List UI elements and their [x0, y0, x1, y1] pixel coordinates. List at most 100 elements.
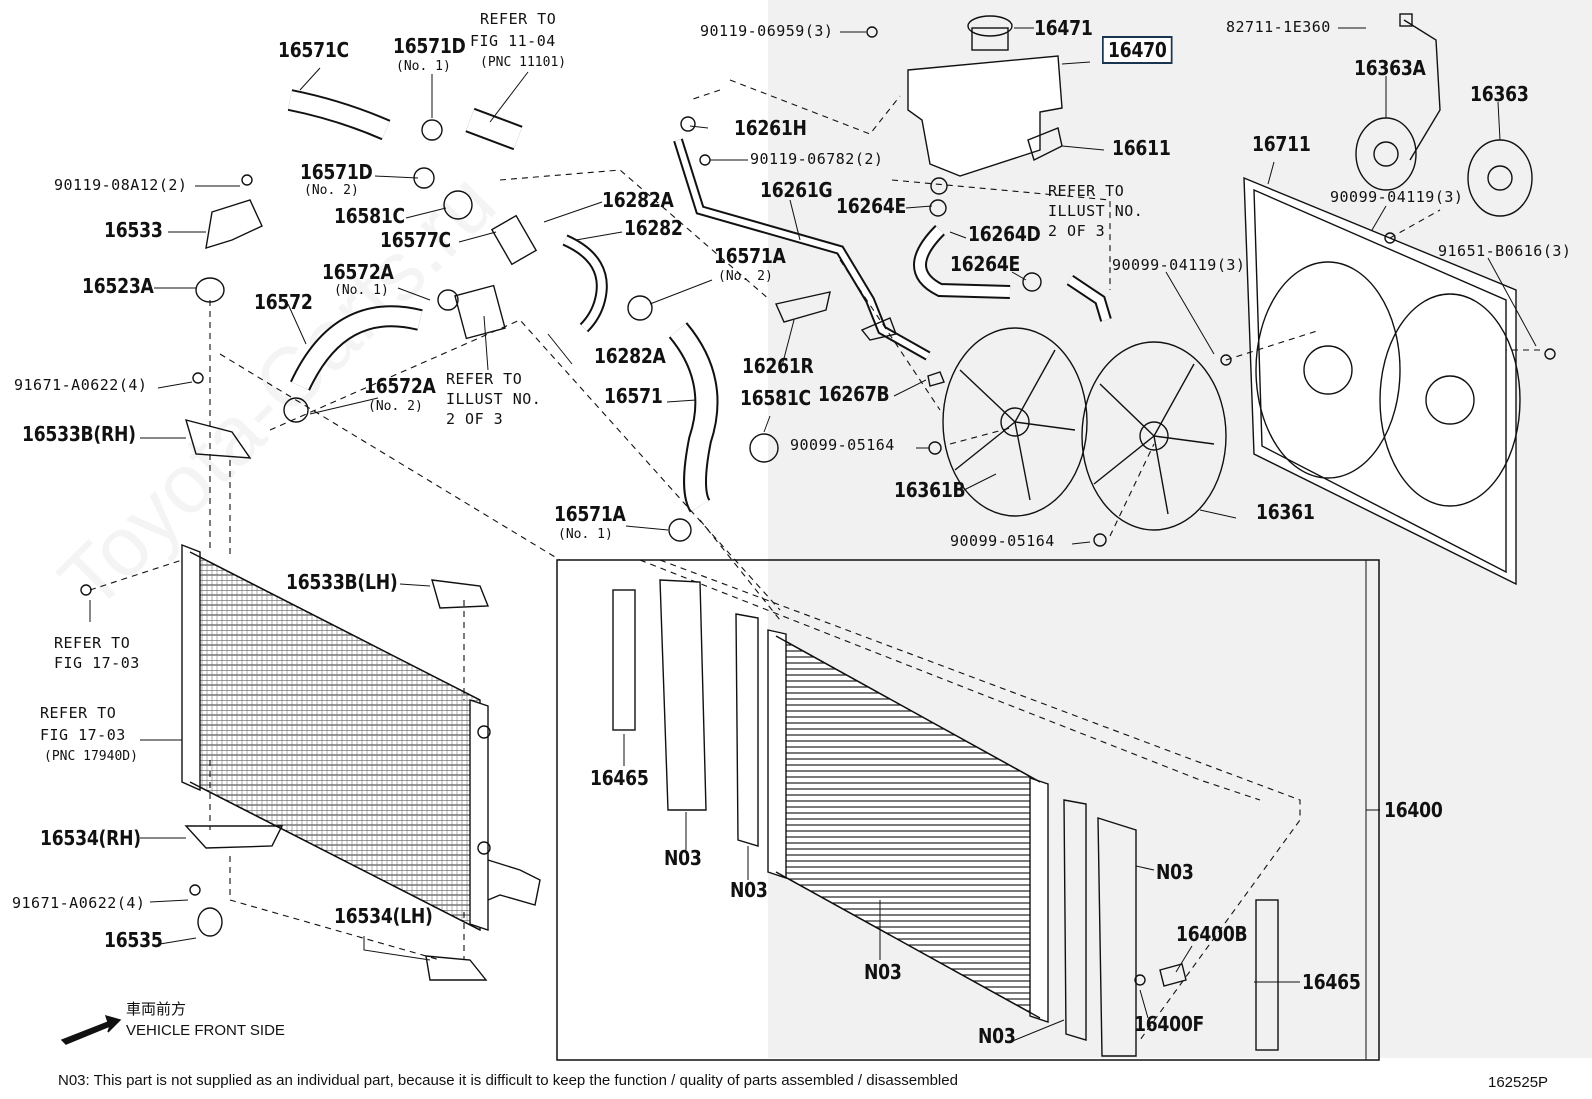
label-16533B-LH[interactable]: 16533B(LH)	[286, 570, 398, 594]
label-16361B[interactable]: 16361B	[894, 478, 966, 502]
label-N03-b: N03	[1156, 860, 1194, 884]
label-16282[interactable]: 16282	[624, 216, 683, 240]
label-16363[interactable]: 16363	[1470, 82, 1529, 106]
label-16523A[interactable]: 16523A	[82, 274, 154, 298]
label-82711-1E360[interactable]: 82711-1E360	[1226, 18, 1331, 36]
ref-fig-11-04-line2[interactable]: FIG 11-04	[470, 32, 556, 50]
label-90119-08A12[interactable]: 90119-08A12(2)	[54, 176, 188, 194]
label-16571D-no1[interactable]: 16571D	[393, 34, 466, 58]
bolt	[80, 584, 92, 596]
label-N03-d: N03	[864, 960, 902, 984]
label-91651-B0616[interactable]: 91651-B0616(3)	[1438, 242, 1572, 260]
label-16400[interactable]: 16400	[1384, 798, 1443, 822]
label-16261H[interactable]: 16261H	[734, 116, 807, 140]
bracket-16533B-LH	[431, 579, 490, 609]
label-16711[interactable]: 16711	[1252, 132, 1311, 156]
label-16267B[interactable]: 16267B	[818, 382, 890, 406]
vehicle-front-en: VEHICLE FRONT SIDE	[126, 1022, 285, 1039]
label-16282A-a[interactable]: 16282A	[602, 188, 674, 212]
label-90119-06959[interactable]: 90119-06959(3)	[700, 22, 834, 40]
label-16572[interactable]: 16572	[254, 290, 313, 314]
bolt	[866, 26, 878, 38]
label-16572A-no1[interactable]: 16572A	[322, 260, 394, 284]
fan-motor-16363	[1467, 139, 1533, 217]
label-16533[interactable]: 16533	[104, 218, 163, 242]
label-16264E-b[interactable]: 16264E	[950, 252, 1021, 276]
assembly-lines	[89, 79, 1540, 1041]
gasket-16465-right	[1255, 899, 1279, 1051]
leader-lines	[89, 27, 1537, 1060]
bolt	[1220, 354, 1232, 366]
ref-fig-17-03-b-line2[interactable]: FIG 17-03	[40, 726, 126, 744]
label-16611[interactable]: 16611	[1112, 136, 1171, 160]
label-16577C[interactable]: 16577C	[380, 228, 451, 252]
label-91671-A0622-a[interactable]: 91671-A0622(4)	[14, 376, 148, 394]
label-16470-selected[interactable]: 16470	[1102, 36, 1173, 64]
label-16533B-RH[interactable]: 16533B(RH)	[22, 422, 136, 446]
note-16571D-no1: (No. 1)	[396, 59, 451, 74]
bracket-16533	[205, 199, 263, 250]
clamp-16581C	[443, 190, 473, 220]
label-16571A-no2[interactable]: 16571A	[714, 244, 786, 268]
reservoir-tank-16470	[907, 15, 1063, 177]
label-16261R[interactable]: 16261R	[742, 354, 814, 378]
label-16572A-no2[interactable]: 16572A	[364, 374, 436, 398]
inlet-16577C	[490, 214, 538, 266]
label-16261G[interactable]: 16261G	[760, 178, 833, 202]
nut	[1093, 533, 1107, 547]
label-16571[interactable]: 16571	[604, 384, 663, 408]
label-16361[interactable]: 16361	[1256, 500, 1315, 524]
label-16534-LH[interactable]: 16534(LH)	[334, 904, 433, 928]
label-16571A-no1[interactable]: 16571A	[554, 502, 626, 526]
label-91671-A0622-b[interactable]: 91671-A0622(4)	[12, 894, 146, 912]
note-16572A-no1: (No. 1)	[334, 283, 389, 298]
bolt	[241, 174, 253, 186]
label-16571C[interactable]: 16571C	[278, 38, 349, 62]
bolt	[699, 154, 711, 166]
harness-82711	[1403, 19, 1441, 161]
fan-motor-16363A	[1355, 117, 1417, 191]
label-16400B[interactable]: 16400B	[1176, 922, 1248, 946]
gasket-N03	[735, 613, 759, 847]
label-16571D-no2[interactable]: 16571D	[300, 160, 373, 184]
clamp	[283, 397, 309, 423]
label-90099-05164-a[interactable]: 90099-05164	[790, 436, 895, 454]
o-ring	[1134, 974, 1146, 986]
label-16465-b[interactable]: 16465	[1302, 970, 1361, 994]
bracket-16261R	[775, 291, 831, 323]
label-16465-a[interactable]: 16465	[590, 766, 649, 790]
label-16534-RH[interactable]: 16534(RH)	[40, 826, 141, 850]
label-16471[interactable]: 16471	[1034, 16, 1093, 40]
label-16282A-b[interactable]: 16282A	[594, 344, 666, 368]
note-16571A-no1: (No. 1)	[558, 527, 613, 542]
bolt	[189, 884, 201, 896]
label-90119-06782[interactable]: 90119-06782(2)	[750, 150, 884, 168]
vehicle-front-jp: 車両前方	[126, 1001, 187, 1018]
footnote-N03: N03: This part is not supplied as an ind…	[58, 1072, 958, 1089]
label-16400F[interactable]: 16400F	[1134, 1012, 1205, 1036]
ref-illust-a-line2[interactable]: ILLUST NO.	[1048, 202, 1144, 220]
label-90099-04119-a[interactable]: 90099-04119(3)	[1330, 188, 1464, 206]
label-16581C-b[interactable]: 16581C	[740, 386, 811, 410]
ref-illust-a-line3: 2 OF 3	[1048, 222, 1106, 240]
note-16572A-no2: (No. 2)	[368, 399, 423, 414]
label-90099-05164-b[interactable]: 90099-05164	[950, 532, 1055, 550]
label-16264E-a[interactable]: 16264E	[836, 194, 907, 218]
connector	[1399, 13, 1413, 27]
label-16264D[interactable]: 16264D	[968, 222, 1041, 246]
ref-fig-17-03-a-line2[interactable]: FIG 17-03	[54, 654, 140, 672]
fan-16361	[1081, 341, 1227, 531]
diagram-code: 162525P	[1488, 1074, 1549, 1091]
mount-16535	[197, 907, 223, 937]
label-16535[interactable]: 16535	[104, 928, 163, 952]
note-16571D-no2: (No. 2)	[304, 183, 359, 198]
ref-illust-b-line2[interactable]: ILLUST NO.	[446, 390, 542, 408]
label-90099-04119-b[interactable]: 90099-04119(3)	[1112, 256, 1246, 274]
label-16363A[interactable]: 16363A	[1354, 56, 1426, 80]
mount-16523A	[195, 277, 225, 303]
ref-illust-a-line1: REFER TO	[1048, 182, 1125, 200]
label-N03-a: N03	[664, 846, 702, 870]
label-16581C-a[interactable]: 16581C	[334, 204, 405, 228]
